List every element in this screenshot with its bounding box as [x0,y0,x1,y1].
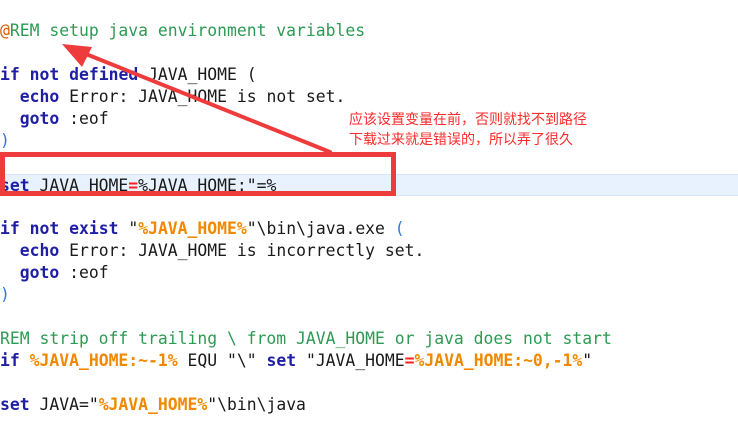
code-text: "JAVA_HOME [296,351,405,370]
keyword-goto: goto [19,109,60,128]
close-paren: ) [0,285,10,304]
code-line-11: echo Error: JAVA_HOME is incorrectly set… [0,240,738,262]
keyword-defined: defined [69,65,139,84]
keyword-goto: goto [19,263,60,282]
close-paren: ) [0,131,10,150]
operator-equals: = [404,351,415,370]
code-line-8-current[interactable]: set JAVA_HOME=%JAVA_HOME:"=% [0,174,738,196]
keyword-set: set [0,395,30,414]
code-text: " [582,351,593,370]
keyword-not: not [29,65,60,84]
echo-off-prefix: @ [0,21,10,40]
annotation-line-2: 下载过来就是错误的，所以弄了很久 [349,132,573,148]
code-text: "\bin\java [207,395,306,414]
code-line-10: if not exist "%JAVA_HOME%"\bin\java.exe … [0,218,738,240]
code-text: EQU "\" [177,351,267,370]
rem-comment: REM strip off trailing \ from JAVA_HOME … [0,329,612,348]
variable-java-home-trimmed: %JAVA_HOME:~0,-1% [414,351,583,370]
operator-equals: = [128,176,139,195]
code-line-13: ) [0,284,738,306]
open-paren: ( [394,219,405,238]
code-text: "\bin\java.exe [246,219,395,238]
annotation-note: 应该设置变量在前，否则就找不到路径 下载过来就是错误的，所以弄了很久 [349,110,649,150]
rem-comment: REM setup java environment variables [9,21,366,40]
code-text: JAVA_HOME [29,176,129,195]
code-line-15: REM strip off trailing \ from JAVA_HOME … [0,328,738,350]
code-line-4: echo Error: JAVA_HOME is not set. [0,86,738,108]
keyword-if: if [0,219,20,238]
annotation-line-1: 应该设置变量在前，否则就找不到路径 [349,112,587,128]
keyword-set: set [0,176,30,195]
code-line-18: set JAVA="%JAVA_HOME%"\bin\java [0,394,738,416]
code-text: %JAVA_HOME:"=% [138,176,277,195]
keyword-not: not [29,219,60,238]
code-text: :eof [59,263,109,282]
code-line-3: if not defined JAVA_HOME ( [0,64,738,86]
code-text: :eof [59,109,109,128]
code-line-6: ) [0,130,738,152]
keyword-echo: echo [19,241,60,260]
variable-java-home: %JAVA_HOME% [138,219,247,238]
code-line-16: if %JAVA_HOME:~-1% EQU "\" set "JAVA_HOM… [0,350,738,372]
code-text: Error: JAVA_HOME is incorrectly set. [59,241,425,260]
keyword-set: set [266,351,297,370]
code-text: JAVA=" [29,395,99,414]
code-text: Error: JAVA_HOME is not set. [59,87,346,106]
variable-java-home: %JAVA_HOME% [98,395,208,414]
code-text: JAVA_HOME ( [138,65,257,84]
keyword-exist: exist [69,219,119,238]
code-text: " [118,219,139,238]
variable-java-home-last-char: %JAVA_HOME:~-1% [29,351,178,370]
keyword-if: if [0,351,20,370]
keyword-echo: echo [19,87,60,106]
keyword-if: if [0,65,20,84]
code-line-12: goto :eof [0,262,738,284]
code-line-1: ​@REM setup java environment variables [0,20,738,42]
